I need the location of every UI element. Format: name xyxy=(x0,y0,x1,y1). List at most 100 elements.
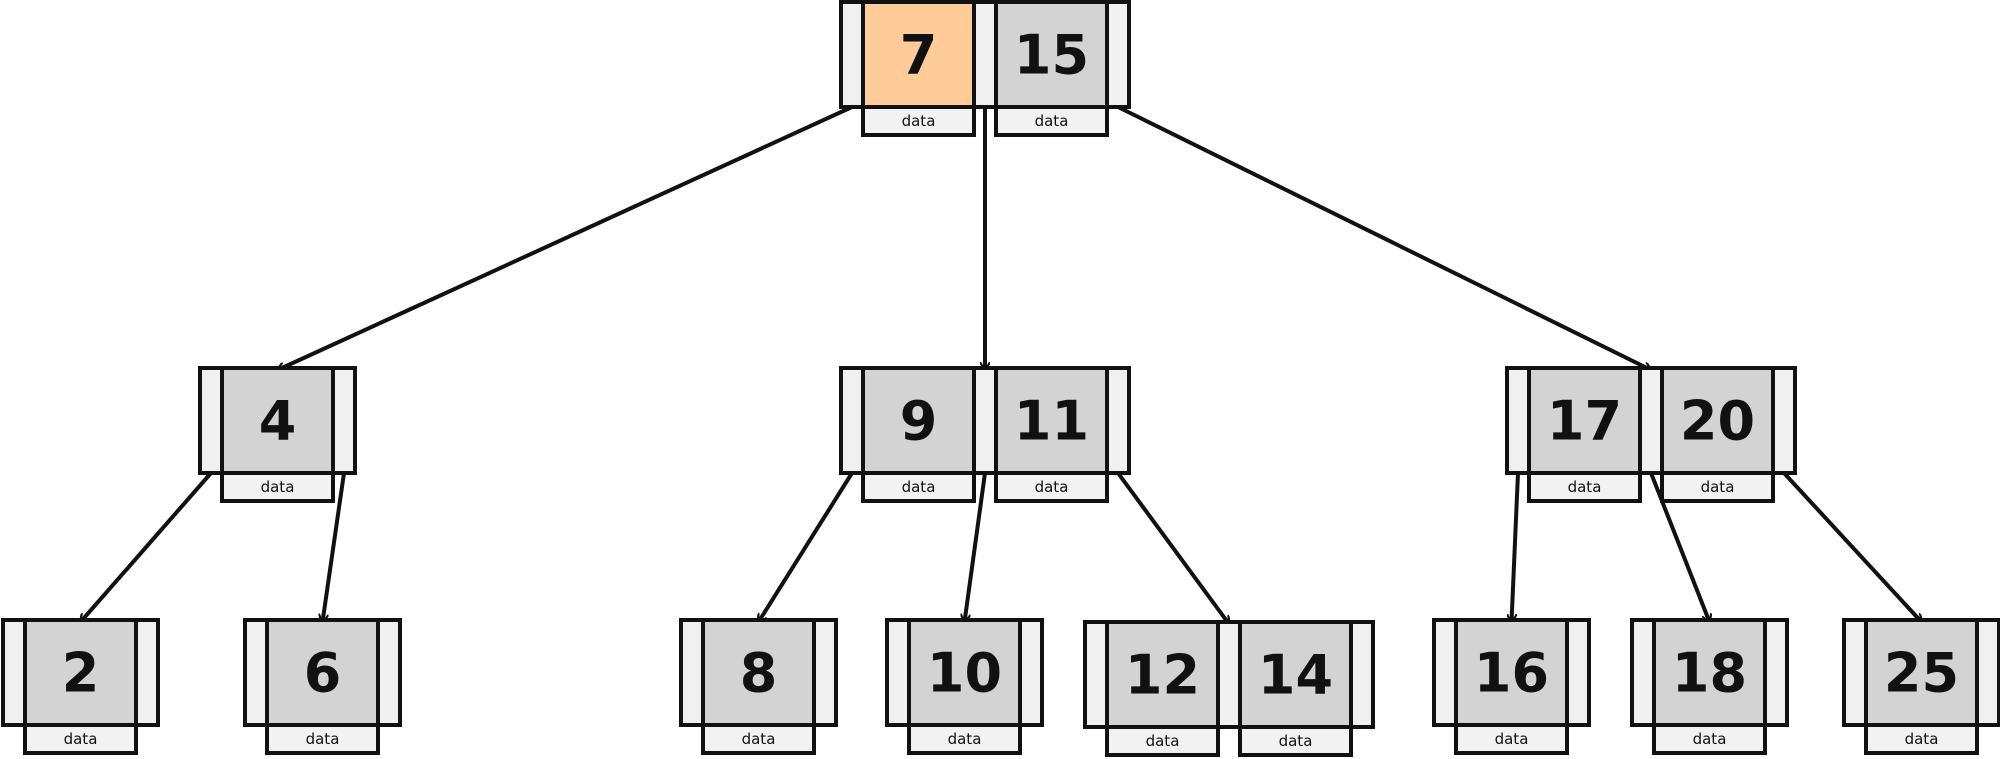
key-cell xyxy=(1652,618,1767,727)
pointer-slot xyxy=(839,0,865,109)
pointer-slot xyxy=(679,618,705,727)
tree-node: 10 data xyxy=(885,618,1044,755)
data-label: data xyxy=(1035,112,1069,130)
pointer-slot xyxy=(1842,618,1868,727)
key-label: 7 xyxy=(900,24,938,87)
tree-node: 9 data 11 data xyxy=(839,366,1131,503)
pointer-slot xyxy=(1,618,27,727)
key-label: 8 xyxy=(740,642,778,705)
data-label: data xyxy=(1701,478,1735,496)
key-cell xyxy=(1864,618,1979,727)
data-box xyxy=(1105,725,1220,757)
data-label: data xyxy=(1568,478,1602,496)
pointer-slot xyxy=(1105,0,1131,109)
edge-root-to-n17_20 xyxy=(1117,105,1651,370)
key-label: 18 xyxy=(1672,642,1747,705)
data-box xyxy=(994,105,1109,137)
edge-root-to-n4 xyxy=(278,105,853,370)
pointer-slot xyxy=(839,366,865,475)
data-box xyxy=(1660,471,1775,503)
pointer-slot xyxy=(331,366,357,475)
key-cell xyxy=(994,366,1109,475)
pointer-slot xyxy=(972,0,998,109)
data-label: data xyxy=(742,730,776,748)
key-label: 6 xyxy=(304,642,342,705)
pointer-slot xyxy=(1083,620,1109,729)
pointer-slot xyxy=(972,366,998,475)
key-label: 17 xyxy=(1547,390,1622,453)
data-box xyxy=(1527,471,1642,503)
data-box xyxy=(265,723,380,755)
data-label: data xyxy=(1495,730,1529,748)
pointer-slot xyxy=(1565,618,1591,727)
data-box xyxy=(23,723,138,755)
tree-node: 12 data 14 data xyxy=(1083,620,1375,757)
key-label: 14 xyxy=(1258,644,1333,707)
tree-node: 18 data xyxy=(1630,618,1789,755)
pointer-slot xyxy=(134,618,160,727)
key-label: 11 xyxy=(1014,390,1089,453)
key-cell xyxy=(23,618,138,727)
tree-node: 7 data 15 data xyxy=(839,0,1131,137)
data-label: data xyxy=(948,730,982,748)
tree-node: 6 data xyxy=(243,618,402,755)
data-label: data xyxy=(1146,732,1180,750)
pointer-slot xyxy=(1763,618,1789,727)
data-label: data xyxy=(306,730,340,748)
pointer-slot xyxy=(1638,366,1664,475)
data-label: data xyxy=(64,730,98,748)
pointer-slot xyxy=(1018,618,1044,727)
key-cell xyxy=(1105,620,1220,729)
edge-n17_20-to-n25 xyxy=(1782,471,1922,622)
pointer-slot xyxy=(812,618,838,727)
edge-n17_20-to-n16 xyxy=(1512,472,1520,622)
data-label: data xyxy=(902,478,936,496)
key-cell xyxy=(265,618,380,727)
data-label: data xyxy=(1279,732,1313,750)
pointer-slot xyxy=(885,618,911,727)
data-box xyxy=(994,471,1109,503)
key-cell xyxy=(1238,620,1353,729)
key-cell-highlighted xyxy=(861,0,976,109)
edge-n9_11-to-n8 xyxy=(759,471,854,622)
data-box xyxy=(1454,723,1569,755)
pointer-slot xyxy=(1216,620,1242,729)
data-label: data xyxy=(1905,730,1939,748)
key-label: 15 xyxy=(1014,24,1089,87)
pointer-slot xyxy=(1432,618,1458,727)
data-box xyxy=(1652,723,1767,755)
pointer-slot xyxy=(1105,366,1131,475)
data-label: data xyxy=(902,112,936,130)
edge-n9_11-to-n10 xyxy=(965,472,987,622)
pointer-slot xyxy=(1630,618,1656,727)
data-box xyxy=(861,105,976,137)
pointer-slot xyxy=(1349,620,1375,729)
pointer-slot xyxy=(1975,618,2000,727)
data-label: data xyxy=(1693,730,1727,748)
edges-layer xyxy=(81,105,1922,624)
pointer-slot xyxy=(1771,366,1797,475)
data-label: data xyxy=(1035,478,1069,496)
pointer-slot xyxy=(1505,366,1531,475)
data-box xyxy=(1864,723,1979,755)
key-cell xyxy=(220,366,335,475)
key-label: 4 xyxy=(259,390,297,453)
key-label: 12 xyxy=(1125,644,1200,707)
data-box xyxy=(861,471,976,503)
key-label: 25 xyxy=(1884,642,1959,705)
pointer-slot xyxy=(198,366,224,475)
key-cell xyxy=(861,366,976,475)
data-box xyxy=(1238,725,1353,757)
key-label: 10 xyxy=(927,642,1002,705)
data-box xyxy=(701,723,816,755)
pointer-slot xyxy=(243,618,269,727)
data-label: data xyxy=(261,478,295,496)
key-cell xyxy=(701,618,816,727)
pointer-slot xyxy=(376,618,402,727)
key-label: 9 xyxy=(900,390,938,453)
edge-n4-to-n6 xyxy=(323,472,346,622)
tree-node: 8 data xyxy=(679,618,838,755)
edge-n4-to-n2 xyxy=(81,471,213,622)
